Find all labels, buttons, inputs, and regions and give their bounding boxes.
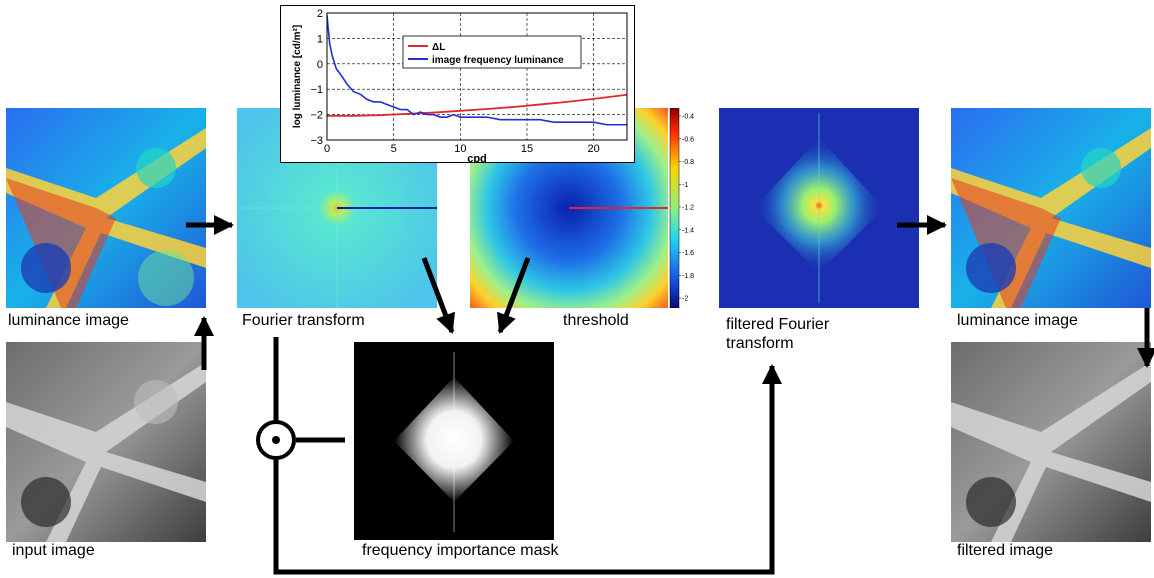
multiply-operator-icon: [256, 420, 296, 460]
luminance-image-left: [6, 108, 206, 308]
chart-ytick-label: −1: [310, 84, 323, 96]
chart-ytick-label: 1: [317, 33, 323, 45]
chart-series-line-1: [326, 15, 627, 126]
label-frequency-importance-mask: frequency importance mask: [362, 542, 559, 559]
label-fourier-transform: Fourier transform: [242, 312, 365, 329]
chart-ytick-label: −3: [310, 135, 323, 147]
colorbar-tick-label: -1.2: [682, 205, 694, 212]
colorbar-tick-label: -2: [682, 296, 688, 303]
label-filtered-image: filtered image: [957, 542, 1054, 559]
arrow-multiply-to-filtered: [273, 364, 782, 575]
chart-xtick-label: 10: [454, 143, 466, 155]
luminance-image-right: [951, 108, 1151, 308]
chart-xtick-label: 5: [391, 143, 397, 155]
colorbar-tick-label: -1.8: [682, 273, 694, 280]
label-input-image: input image: [12, 542, 95, 559]
colorbar-tick-label: -1.4: [682, 227, 694, 234]
chart-ytick-label: 2: [317, 8, 323, 20]
chart-legend-box: [402, 35, 582, 69]
frequency-importance-mask-image: [354, 342, 554, 540]
chart-ylabel: log luminance [cd/m²]: [292, 25, 303, 128]
chart-xtick-label: 15: [521, 143, 533, 155]
colorbar-tick-label: -1: [682, 182, 688, 189]
label-luminance-image-right: luminance image: [957, 312, 1078, 329]
chart-legend-label: image frequency luminance: [432, 55, 564, 66]
arrow-threshold-to-mask: [497, 257, 531, 334]
colorbar-tick-label: -0.6: [682, 136, 694, 143]
filtered-fourier-image: [719, 108, 919, 308]
label-filtered-fourier-line2: transform: [726, 335, 794, 352]
chart-ytick-label: −2: [310, 110, 323, 122]
colorbar-tick-label: -1.6: [682, 250, 694, 257]
arrow-fourier-to-mask: [421, 257, 455, 334]
chart-ytick-label: 0: [317, 59, 323, 71]
label-threshold: threshold: [563, 312, 629, 329]
chart-xtick-label: 20: [588, 143, 600, 155]
filtered-image: [951, 342, 1151, 542]
label-filtered-fourier-line1: filtered Fourier: [726, 316, 830, 333]
input-image: [6, 342, 206, 542]
chart-xlabel: cpd: [467, 153, 487, 162]
chart-legend-label: ΔL: [432, 42, 445, 53]
chart-xtick-label: 0: [324, 143, 330, 155]
colorbar-tick-label: -0.8: [682, 159, 694, 166]
colorbar-tick-label: -0.4: [682, 114, 694, 121]
threshold-colorbar: -0.4 -0.6 -0.8 -1 -1.2 -1.4 -1.6 -1.8 -2: [668, 108, 708, 308]
label-luminance-image-left: luminance image: [8, 312, 129, 329]
chart-plot-frame: [326, 12, 628, 141]
chart-series-line-0: [327, 93, 628, 117]
